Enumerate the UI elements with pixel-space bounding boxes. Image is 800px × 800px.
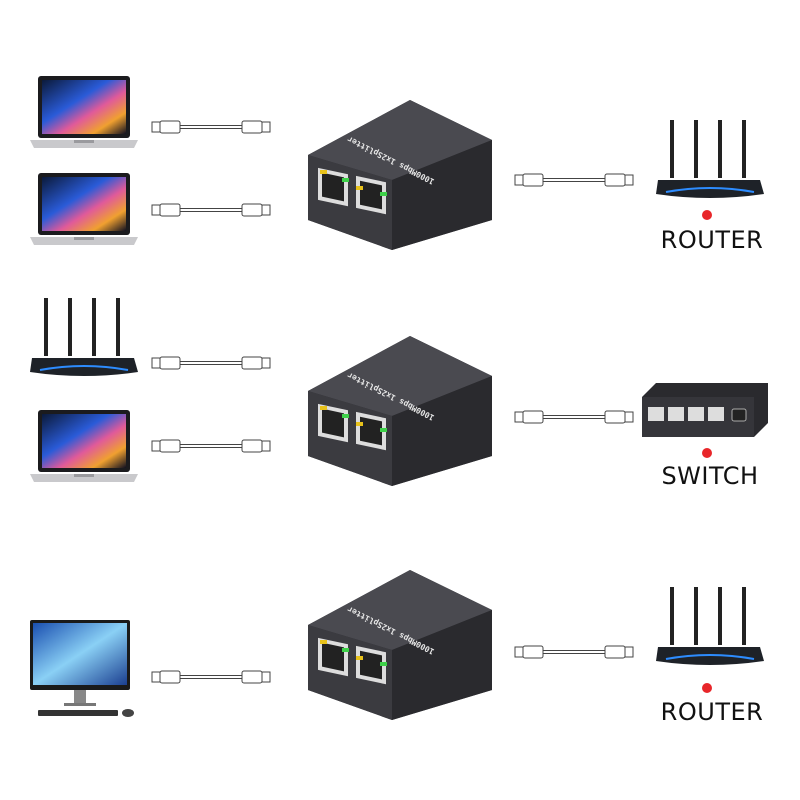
laptop-icon [30,173,138,245]
ethernet-cable [514,173,634,187]
ethernet-cable [151,356,271,370]
splitter-device [308,336,492,486]
ethernet-cable [151,120,271,134]
splitter-device [308,100,492,250]
ethernet-cable [151,439,271,453]
laptop-icon [30,410,138,482]
ethernet-cable [151,670,271,684]
switch-icon [641,382,769,438]
laptop-icon [30,76,138,148]
status-dot [702,448,712,458]
desktop-computer-icon [30,620,134,717]
router-icon [29,297,139,377]
ethernet-cable [151,203,271,217]
status-dot [702,683,712,693]
router-icon [655,119,765,199]
ethernet-cable [514,645,634,659]
switch-label: SWITCH [661,462,759,490]
router-label: ROUTER [660,698,764,726]
router-label: ROUTER [660,226,764,254]
splitter-device [308,570,492,720]
ethernet-cable [514,410,634,424]
status-dot [702,210,712,220]
router-icon [655,586,765,666]
